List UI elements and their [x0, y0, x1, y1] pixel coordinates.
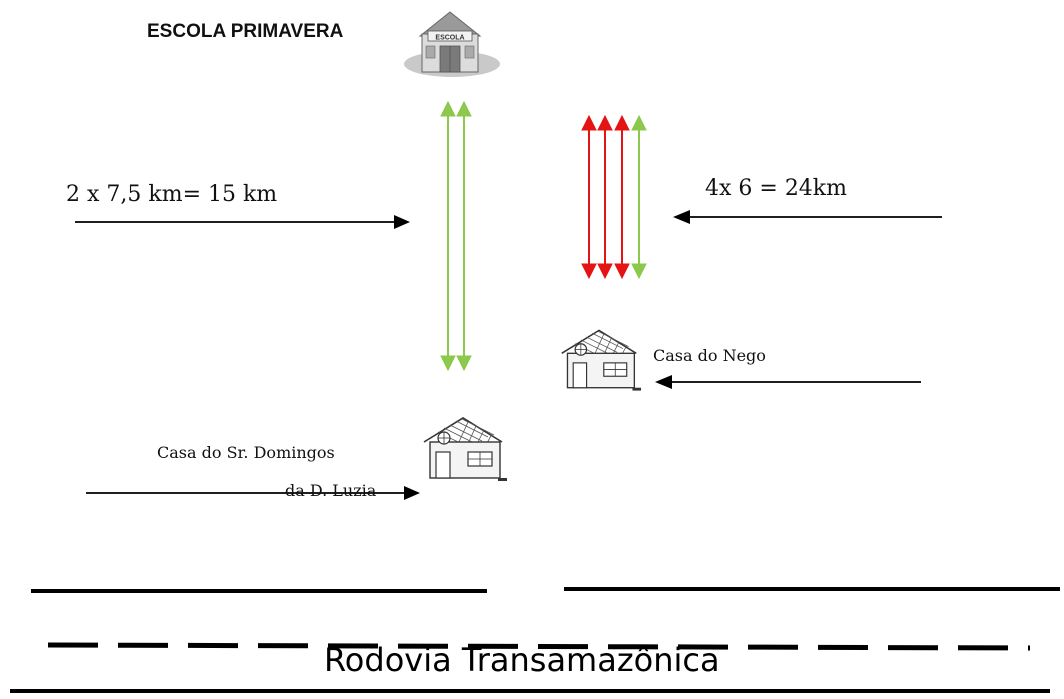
house-domingos-label-line1: Casa do Sr. Domingos: [157, 443, 335, 462]
house-nego-label: Casa do Nego: [653, 346, 766, 365]
house-domingos-label-line2: da D. Luzia: [285, 481, 377, 500]
pointer-arrow-house-nego: [655, 375, 921, 389]
left-route-arrows: [440, 100, 472, 372]
right-route-arrows: [581, 114, 647, 280]
left-route-calculation: 2 x 7,5 km= 15 km: [66, 182, 278, 207]
pointer-arrow-right-route: [673, 210, 942, 224]
school-sign-text: ESCOLA: [435, 35, 464, 42]
house-icon: [423, 417, 508, 482]
school-building-icon: ESCOLA: [404, 11, 500, 77]
road-name: Rodovia Transamazônica: [324, 641, 720, 679]
pointer-arrow-left-route: [75, 215, 410, 229]
pointer-arrow-house-domingos: [86, 486, 420, 500]
school-name: ESCOLA PRIMAVERA: [147, 21, 344, 42]
house-icon: [560, 329, 642, 392]
road: [10, 587, 1060, 693]
right-route-calculation: 4x 6 = 24km: [705, 176, 848, 201]
